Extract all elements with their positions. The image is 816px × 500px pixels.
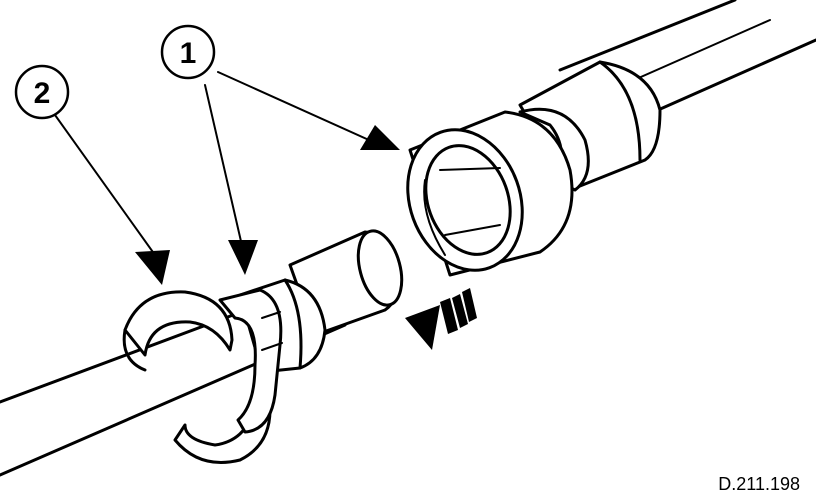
male-fitting-lower <box>218 229 404 434</box>
reference-code: D.211.198 <box>718 474 800 494</box>
callout-1-label: 1 <box>180 37 197 70</box>
callout-2-label: 2 <box>34 77 51 110</box>
callout-2: 2 <box>14 64 70 120</box>
callout-1: 1 <box>160 24 216 80</box>
coupling-nut-upper <box>406 60 662 277</box>
direction-arrow <box>405 288 477 350</box>
leader-lines <box>54 71 400 285</box>
